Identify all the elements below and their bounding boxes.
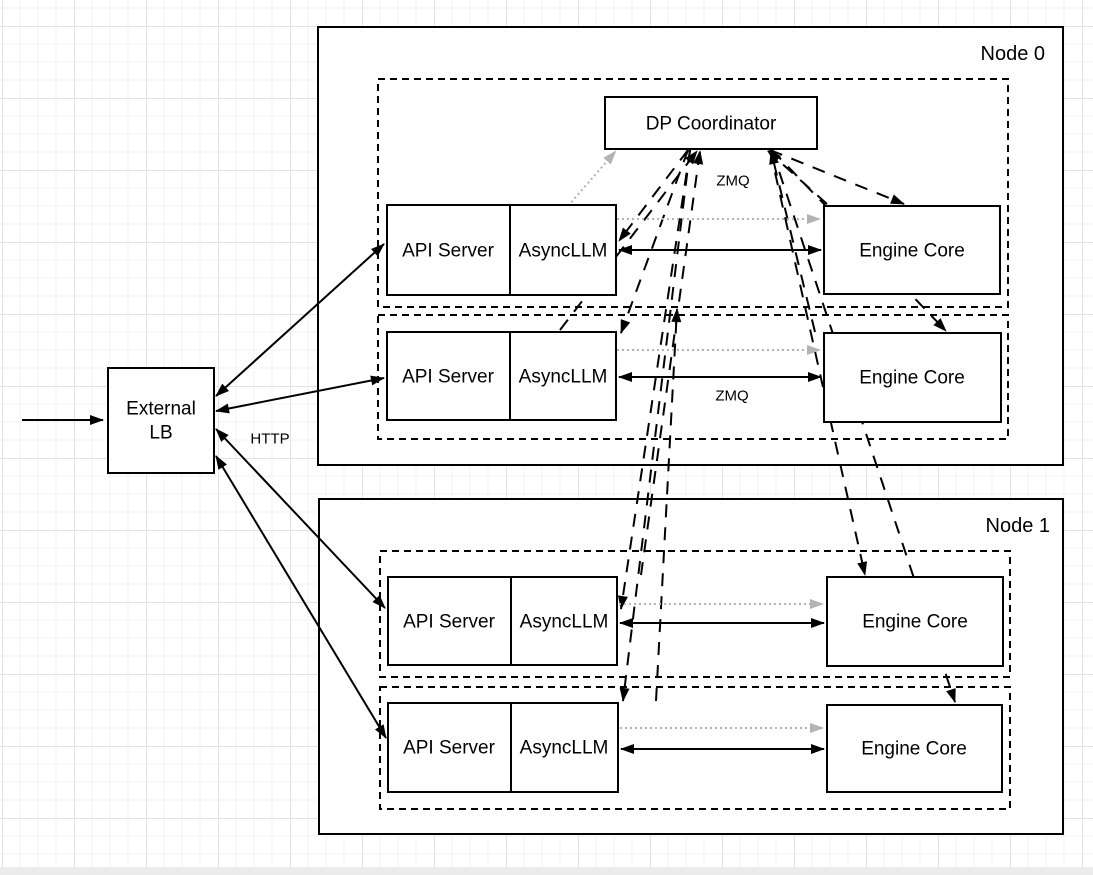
- engine-core-label-n0r1: Engine Core: [859, 368, 965, 389]
- link-engine-n0r1-to-coordinator: [769, 150, 816, 333]
- external-lb-label-line1: External: [126, 399, 196, 420]
- asyncllm-label-n0r1: AsyncLLM: [519, 367, 608, 388]
- lb-link-api-n0r1: [215, 375, 385, 414]
- solid-links: [22, 243, 825, 754]
- http-label: HTTP: [250, 431, 289, 448]
- api-server-label-n1r1: API Server: [403, 738, 496, 759]
- link-coordinator-to-asyncllm-n1r1: [619, 149, 691, 702]
- engine-core-label-n1r0: Engine Core: [862, 612, 968, 633]
- lb-link-api-n1r1: [215, 455, 387, 739]
- asyncllm-label-n1r1: AsyncLLM: [520, 738, 609, 759]
- engine-core-box-n0r1: [823, 332, 1002, 423]
- node1-title: Node 1: [986, 515, 1051, 537]
- engine-core-box-n1r1: [826, 704, 1003, 793]
- external-lb-label-line2: LB: [149, 423, 172, 444]
- api-server-label-n1r0: API Server: [403, 612, 496, 633]
- node1-replica0-group: [379, 550, 1011, 678]
- dp-coordinator-box: [604, 96, 818, 150]
- node1-replica1-group: [379, 686, 1011, 810]
- link-coordinator-to-asyncllm-n0r1: [620, 149, 689, 334]
- asyncllm-label-n0r0: AsyncLLM: [519, 241, 608, 262]
- link-coordinator-to-asyncllm-n0r0: [618, 149, 689, 242]
- canvas-edge-strip: [0, 867, 1093, 875]
- link-coordinator-to-engine-n0r0: [769, 149, 905, 205]
- node0-replica0-group: [377, 78, 1009, 308]
- link-asyncllm-n0r1-to-coordinator: [559, 150, 698, 331]
- gray-dotted-links: [567, 150, 824, 733]
- zmq-label-coordinator: ZMQ: [716, 173, 749, 190]
- asyncllm-label-n1r0: AsyncLLM: [520, 612, 609, 633]
- dp-coordinator-label: DP Coordinator: [646, 114, 777, 135]
- engine-core-box-n0r0: [823, 205, 1001, 295]
- engine-core-box-n1r0: [826, 576, 1004, 667]
- zmq-label-engine: ZMQ: [715, 388, 748, 405]
- api-server-label-n0r0: API Server: [402, 241, 495, 262]
- engine-core-label-n0r0: Engine Core: [859, 241, 965, 262]
- api-asyncllm-box-n1r0: [387, 576, 618, 666]
- link-coordinator-to-engine-n1r0: [769, 149, 868, 576]
- dotted-asyncllm-n0r0-to-coordinator: [567, 150, 617, 207]
- lb-link-api-n0r0: [215, 243, 385, 397]
- api-asyncllm-box-n0r0: [386, 204, 617, 296]
- api-asyncllm-box-n0r1: [386, 331, 617, 421]
- external-lb-box: [107, 367, 215, 474]
- api-server-label-n0r1: API Server: [402, 367, 495, 388]
- api-asyncllm-box-n1r1: [387, 702, 619, 793]
- link-asyncllm-n1r0-to-coordinator: [640, 150, 704, 576]
- engine-core-label-n1r1: Engine Core: [861, 739, 967, 760]
- node0-title: Node 0: [981, 43, 1046, 65]
